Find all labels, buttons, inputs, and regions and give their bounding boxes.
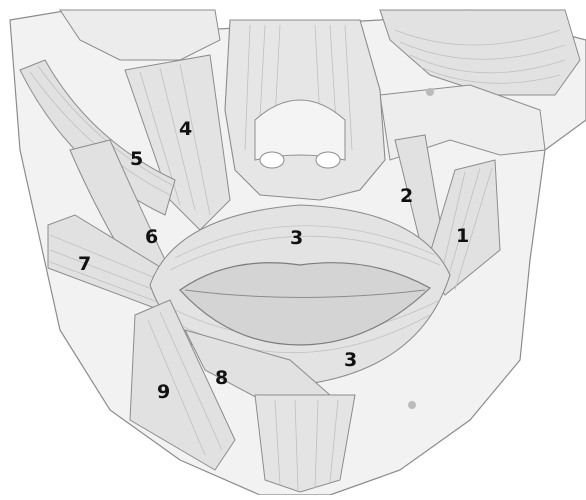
label-3-upper: 3 [290,227,303,249]
label-3-lower: 3 [344,349,357,371]
label-5: 5 [130,148,143,170]
nostril-right [316,152,340,168]
label-1: 1 [456,225,469,247]
label-7: 7 [78,253,91,275]
nostril-left [260,152,284,168]
mentalis [255,395,355,492]
label-9: 9 [157,381,170,403]
label-6: 6 [145,226,158,248]
label-4: 4 [179,118,192,140]
label-8: 8 [215,367,228,389]
mental-foramen-right [408,401,416,409]
foramen-right [426,88,434,96]
label-2: 2 [400,185,413,207]
